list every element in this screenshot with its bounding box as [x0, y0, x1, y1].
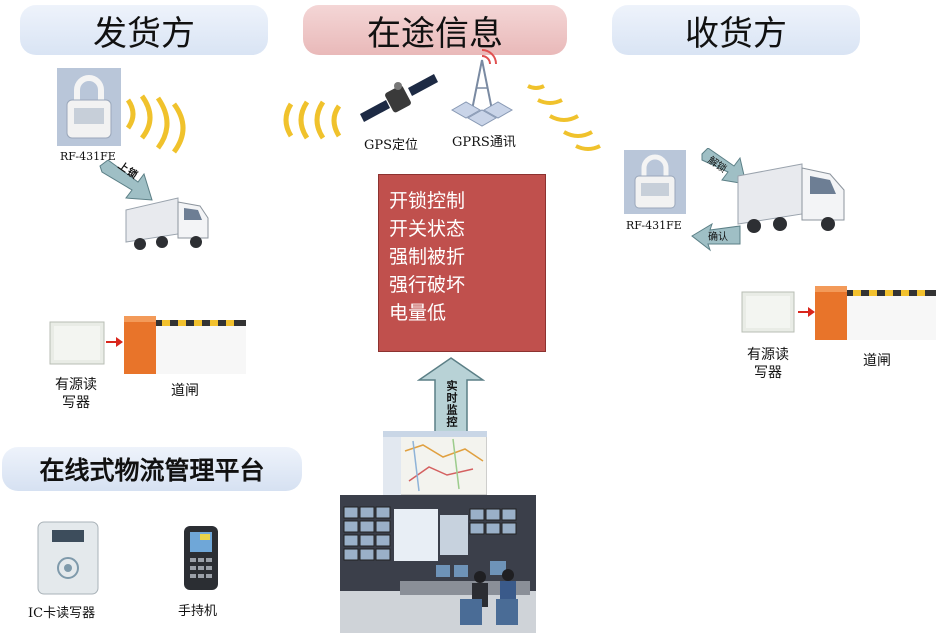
- ic-card-reader-icon: [37, 521, 99, 595]
- receiver-header: 收货方: [612, 5, 860, 55]
- transit-header-text: 在途信息: [367, 13, 503, 54]
- sender-truck-icon: [125, 197, 209, 250]
- receiver-confirm-arrow-icon: [691, 222, 741, 252]
- control-room-image: [340, 495, 536, 633]
- lock-status-box: 开锁控制 开关状态 强制被折 强行破坏 电量低: [378, 174, 546, 352]
- receiver-reader-label-line2: 写器: [754, 365, 782, 381]
- transit-header: 在途信息: [303, 5, 567, 55]
- receiver-padlock-icon: [624, 150, 686, 214]
- receiver-header-text: 收货方: [685, 13, 787, 54]
- sender-gate-icon: [124, 316, 246, 374]
- status-item-switch-state: 开关状态: [389, 218, 466, 240]
- transit-right-signal-icon: [527, 84, 601, 151]
- sender-padlock-icon: [57, 68, 121, 146]
- receiver-reader-arrow-icon: [798, 307, 815, 317]
- sender-reader-label-line1: 有源读: [55, 377, 97, 393]
- receiver-gate-icon: [815, 286, 936, 340]
- receiver-truck-icon: [737, 163, 845, 233]
- receiver-reader-label-line1: 有源读: [747, 347, 789, 363]
- gps-satellite-icon: [360, 74, 438, 122]
- sender-header-text: 发货方: [93, 13, 195, 54]
- gis-map-image: [383, 431, 487, 495]
- gps-label: GPS定位: [364, 138, 419, 153]
- receiver-reader-label: 有源读 写器: [740, 346, 796, 382]
- receiver-gate-label: 道闸: [863, 353, 891, 369]
- ic-card-reader-label: IC卡读写器: [28, 606, 96, 621]
- gprs-label: GPRS通讯: [452, 135, 516, 150]
- status-item-unlock-control: 开锁控制: [389, 190, 466, 212]
- handheld-terminal-icon: [184, 526, 218, 590]
- receiver-reader-icon: [741, 291, 795, 333]
- sender-lock-model: RF-431FE: [60, 150, 116, 163]
- handheld-terminal-label: 手持机: [178, 604, 218, 619]
- sender-reader-icon: [49, 321, 105, 365]
- status-item-forced-break: 强制被折: [389, 246, 466, 268]
- status-item-forced-damage: 强行破坏: [389, 274, 466, 296]
- monitor-up-arrow-text: 实时监控: [445, 380, 458, 428]
- status-item-low-battery: 电量低: [389, 302, 447, 324]
- platform-title: 在线式物流管理平台: [2, 447, 302, 491]
- transit-left-signal-icon: [283, 100, 342, 140]
- sender-gate-label: 道闸: [171, 383, 199, 399]
- gprs-tower-icon: [450, 49, 514, 127]
- platform-title-text: 在线式物流管理平台: [39, 456, 265, 485]
- receiver-lock-model: RF-431FE: [626, 219, 682, 232]
- receiver-confirm-arrow-text: 确认: [708, 232, 728, 243]
- sender-signal-icon: [125, 94, 186, 154]
- sender-reader-label: 有源读 写器: [48, 376, 104, 412]
- sender-lock-arrow-icon: [99, 160, 153, 201]
- sender-header: 发货方: [20, 5, 268, 55]
- sender-reader-label-line2: 写器: [62, 395, 90, 411]
- sender-reader-arrow-icon: [106, 337, 123, 347]
